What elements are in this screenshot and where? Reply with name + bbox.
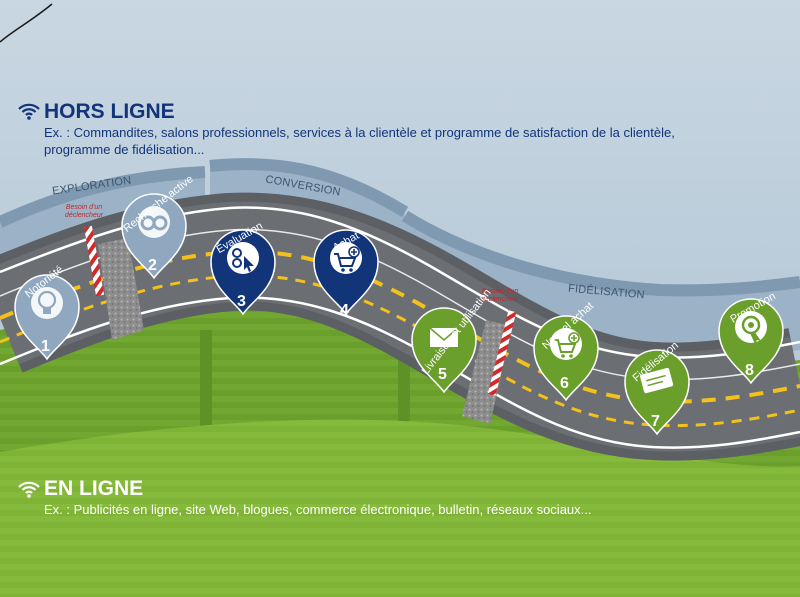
wifi-icon (18, 103, 40, 120)
online-description: Ex. : Publicités en ligne, site Web, blo… (44, 502, 592, 517)
front-hill (0, 419, 800, 597)
offline-description-line1: Ex. : Commandites, salons professionnels… (44, 125, 675, 140)
gravel-gap-2 (462, 320, 512, 424)
step-number-7: 7 (651, 413, 660, 430)
step-number-5: 5 (438, 366, 447, 383)
award-ribbon-icon (741, 315, 761, 344)
step-pin-2 (121, 193, 187, 280)
step-pin-7 (624, 349, 690, 436)
step-number-8: 8 (745, 362, 754, 379)
envelope-icon (429, 327, 459, 347)
branch-line (0, 3, 53, 43)
binoculars-icon (140, 215, 168, 231)
trigger-note-2: Besoin d'un déclencheur (480, 288, 520, 303)
offline-description-line2: programme de fidélisation... (44, 142, 205, 157)
fidelisation-banner (401, 210, 800, 297)
barrier-2 (487, 310, 517, 396)
step-pin-4 (313, 229, 379, 316)
step-number-2: 2 (148, 257, 157, 274)
step-number-1: 1 (41, 338, 50, 355)
conversion-banner (209, 158, 409, 218)
step-number-6: 6 (560, 375, 569, 392)
trigger-note-1: Besoin d'un déclencheur (64, 204, 104, 219)
wifi-icon (18, 481, 40, 498)
exploration-banner (0, 166, 206, 228)
step-pin-8 (718, 298, 784, 385)
step-number-3: 3 (237, 293, 246, 310)
barrier-1 (83, 225, 105, 297)
offline-title: HORS LIGNE (44, 100, 175, 123)
step-pin-1 (14, 274, 80, 361)
step-pin-3 (210, 229, 276, 316)
gravel-gap-1 (98, 238, 144, 340)
cursor-select-icon (232, 248, 254, 272)
online-title: EN LIGNE (44, 477, 144, 500)
cart-add-icon (334, 246, 360, 272)
step-pin-5 (411, 307, 477, 394)
lightbulb-icon (37, 290, 57, 314)
cart-add-icon (554, 332, 580, 358)
loyalty-card-icon (640, 367, 674, 394)
step-pin-6 (533, 315, 599, 402)
step-number-4: 4 (340, 302, 349, 319)
